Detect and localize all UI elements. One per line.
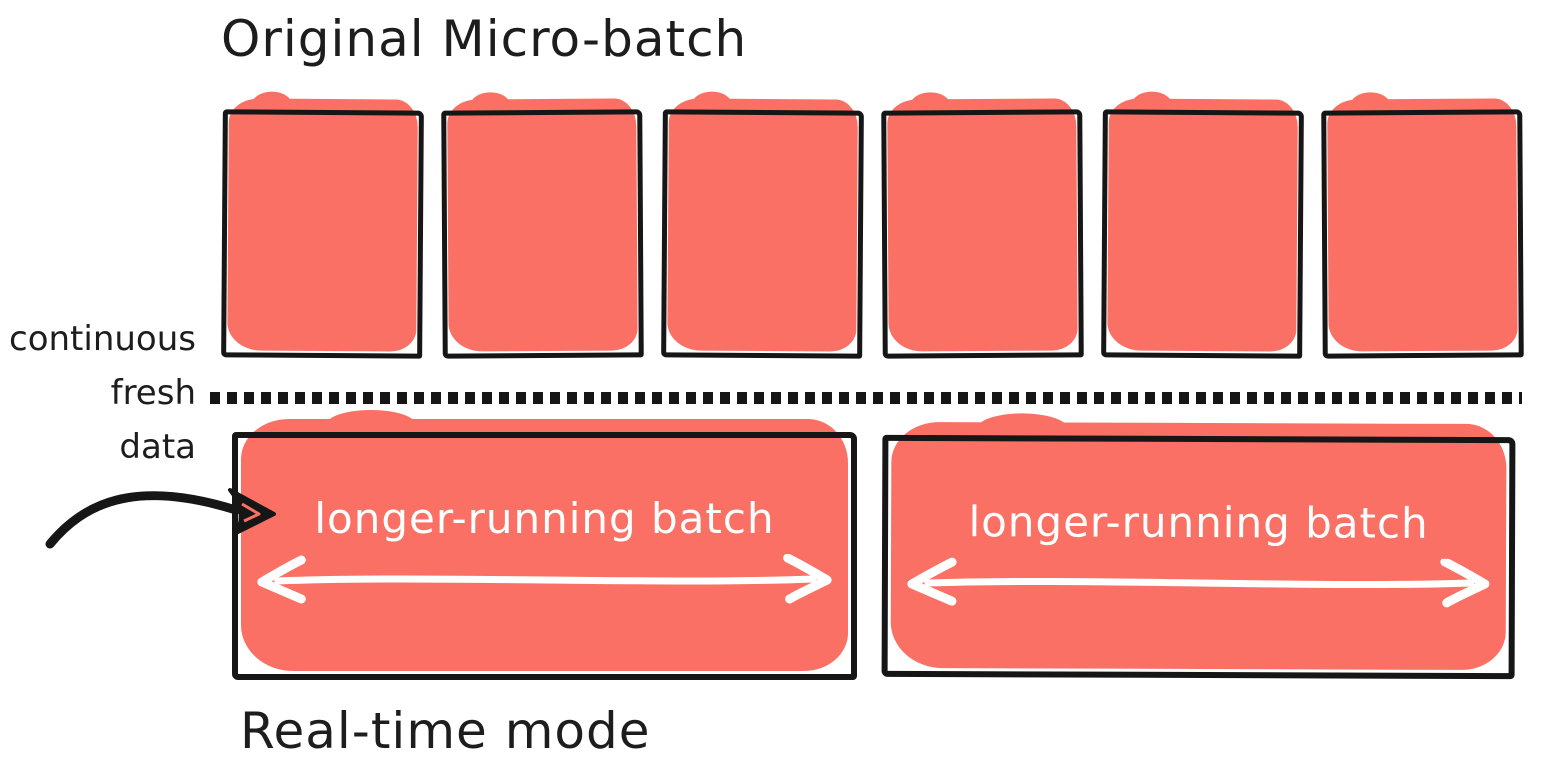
micro-batch-square (881, 98, 1084, 359)
micro-batch-frame (881, 109, 1084, 359)
realtime-batch-frame (232, 432, 857, 680)
realtime-batch-box: longer-running batch (881, 421, 1516, 680)
micro-batch-frame (441, 109, 644, 359)
annotation-line: continuous (9, 319, 196, 359)
realtime-batch-fill (241, 410, 848, 671)
realtime-batch-box: longer-running batch (232, 410, 857, 680)
double-arrow-icon (257, 554, 832, 604)
page-title-bottom: Real-time mode (240, 702, 651, 760)
double-arrow-icon (907, 557, 1490, 608)
micro-batch-frame (221, 109, 424, 359)
micro-batch-square (441, 98, 644, 359)
realtime-batch-label: longer-running batch (314, 494, 775, 543)
annotation-continuous-fresh-data: continuous fresh data (4, 312, 196, 474)
micro-batch-square (1321, 98, 1524, 359)
page-title-top: Original Micro-batch (221, 10, 748, 68)
annotation-line: fresh (110, 373, 196, 413)
dotted-divider (210, 392, 1522, 404)
annotation-line: data (119, 427, 196, 467)
micro-batch-square (221, 98, 424, 359)
realtime-batch-label: longer-running batch (968, 497, 1429, 548)
micro-batch-square (661, 98, 864, 359)
micro-batch-frame (1321, 109, 1524, 359)
micro-batch-square (1101, 98, 1304, 359)
micro-batch-row (221, 98, 1524, 359)
micro-batch-frame (1101, 109, 1304, 359)
curved-arrow-icon (45, 488, 276, 549)
micro-batch-frame (661, 109, 864, 359)
